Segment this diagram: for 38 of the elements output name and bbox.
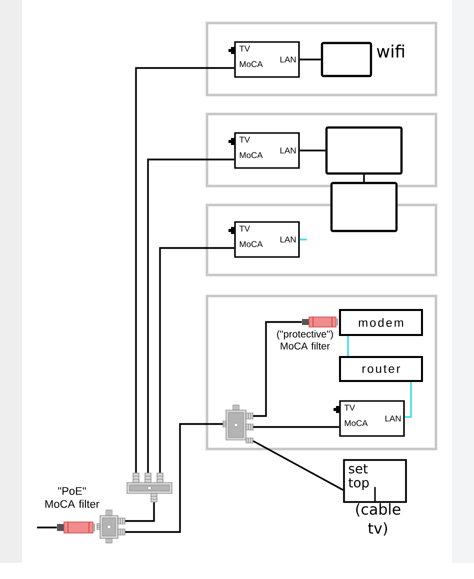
device-label: wifi [376, 44, 404, 58]
cable [252, 440, 344, 491]
device-box: modem [339, 309, 423, 336]
cable [135, 67, 234, 473]
device-box [325, 126, 403, 175]
device-label: (cable tv) [356, 503, 400, 536]
device-box [330, 182, 398, 232]
cable [404, 382, 412, 418]
cable [253, 426, 340, 428]
device-box: set top [343, 459, 407, 503]
cable [147, 158, 234, 473]
cable [300, 238, 307, 240]
device-box [320, 42, 372, 78]
room-box [206, 204, 438, 276]
cable [347, 336, 349, 356]
splitter [222, 404, 254, 444]
cable [159, 247, 234, 473]
adapter-box: TV MoCA LAN [234, 221, 300, 258]
filter [302, 316, 338, 328]
cable [125, 502, 155, 522]
room-box [206, 112, 438, 188]
cable [37, 526, 57, 528]
adapter-box: TV MoCA LAN [234, 132, 300, 169]
splitter [96, 510, 126, 544]
adapter-box: TV MoCA LAN [234, 41, 300, 78]
cable [300, 150, 326, 152]
adapter-box: TV MoCA LAN [339, 400, 405, 437]
filter [57, 522, 95, 534]
filter-label: "PoE" MoCA filter [45, 487, 100, 508]
cable [125, 423, 223, 533]
splitter [126, 472, 172, 502]
room-box [206, 22, 438, 96]
cable [253, 321, 302, 417]
device-box: router [339, 356, 423, 382]
cable [363, 174, 365, 182]
cable [300, 58, 321, 60]
filter-label: ("protective") MoCA filter [277, 330, 333, 350]
room-box [206, 294, 438, 450]
